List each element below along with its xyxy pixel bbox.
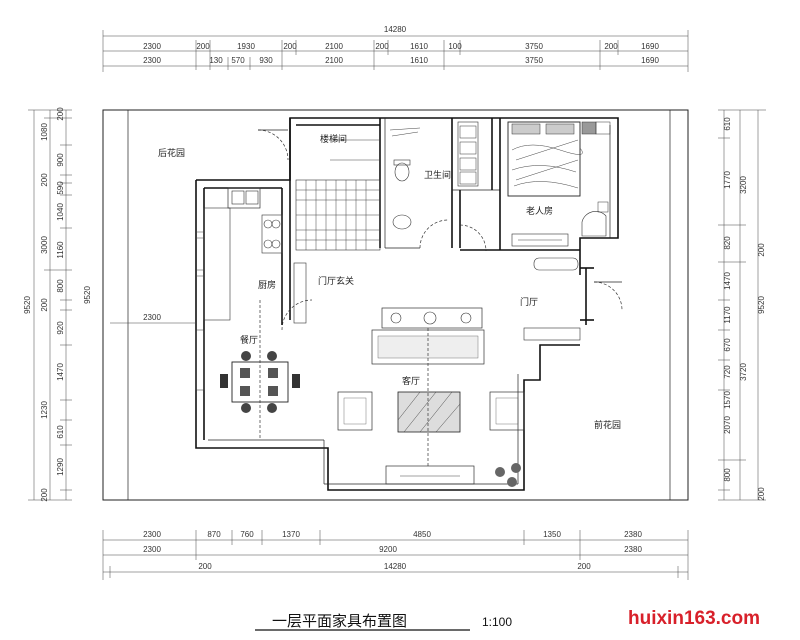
dim-top-r2-7: 1690 [641,56,659,65]
dim-bot-r1-4: 4850 [413,530,431,539]
dim-right-0: 610 [723,117,732,131]
dim-bot-r1-2: 760 [240,530,254,539]
dim-top-r1-9: 200 [604,42,618,51]
dim-bot-r3-1: 14280 [384,562,407,571]
room-labels: 后花园 楼梯间 卫生间 老人房 厨房 门厅玄关 门厅 餐厅 客厅 前花园 [158,133,621,431]
dim-right-7: 1570 [723,391,732,409]
dim-left-6: 1160 [56,241,65,259]
dim-right-4: 1170 [723,306,732,324]
dim-left-7: 800 [56,279,65,293]
drawing-title: 一层平面家具布置图 [272,612,407,630]
dim-top-r1-0: 2300 [143,42,161,51]
left-dimensions: 9520 3000 200 1080 900 200 590 1040 1160… [23,107,72,502]
site-watermark: huixin163.com [628,608,760,629]
elder-room-furniture [507,121,611,271]
label-dining: 餐厅 [240,334,258,346]
dim-right-total: 9520 [757,296,766,314]
dim-top-r2-0: 2300 [143,56,161,65]
dim-right-2: 820 [723,236,732,250]
dim-left-9: 920 [56,321,65,335]
dim-top-r1-2: 1930 [237,42,255,51]
dim-right-1: 1770 [723,171,732,189]
dim-left-3000: 3000 [40,236,49,254]
dim-right-3: 1470 [723,272,732,290]
dim-bot-r1-1: 870 [207,530,221,539]
dim-left-3: 200 [40,173,49,187]
walls [102,109,689,501]
dim-bot-r1-3: 1370 [282,530,300,539]
dim-top-r1-1: 200 [196,42,210,51]
dim-inner-9520: 9520 [83,286,92,304]
dim-top-r2-4: 2100 [325,56,343,65]
dim-top-r2-6: 3750 [525,56,543,65]
top-dimensions: 14280 2300 200 1930 200 2100 200 1610 10… [102,25,689,72]
dim-top-r1-5: 200 [375,42,389,51]
dim-top-r1-3: 200 [283,42,297,51]
dim-right-200: 200 [757,243,766,257]
bottom-dimensions: 2300 870 760 1370 4850 1350 2380 2300 92… [102,530,689,580]
dim-left-4: 590 [56,181,65,195]
living-room-furniture [337,307,525,487]
dim-left-0: 200 [56,107,65,121]
dim-bot-r1-0: 2300 [143,530,161,539]
dim-top-r1-10: 1690 [641,42,659,51]
dim-left-5: 1040 [56,203,65,221]
label-hall: 门厅 [520,296,538,308]
dim-bot-r1-5: 1350 [543,530,561,539]
dining-table-set [220,300,300,440]
label-stair: 楼梯间 [320,133,347,145]
dim-bot-r1-6: 2380 [624,530,642,539]
dim-top-r1-8: 3750 [525,42,543,51]
label-back-garden: 后花园 [158,147,185,159]
label-front-garden: 前花园 [594,419,621,431]
dim-left-2: 900 [56,153,65,167]
dim-top-r2-5: 1610 [410,56,428,65]
dim-right-9: 800 [723,468,732,482]
dim-top-r1-7: 100 [448,42,462,51]
dim-bot-r3-2: 200 [577,562,591,571]
dim-top-r1-6: 1610 [410,42,428,51]
doors [195,129,623,391]
kitchen-fixtures [196,187,307,324]
label-kitchen: 厨房 [258,279,276,291]
dim-left-11: 1230 [40,401,49,419]
dim-left-10: 1470 [56,363,65,381]
dim-top-r1-4: 2100 [325,42,343,51]
dim-top-r2-3: 930 [259,56,273,65]
dim-right-6: 720 [723,365,732,379]
label-bath: 卫生间 [424,169,451,181]
dim-left-1: 1080 [40,123,49,141]
dim-bot-r3-0: 200 [198,562,212,571]
dim-right-5: 670 [723,338,732,352]
bathroom-fixtures [389,121,479,230]
dim-inner-2300: 2300 [143,313,161,322]
label-elder-room: 老人房 [526,205,553,217]
right-dimensions: 610 1770 820 1470 1170 670 720 1570 2070… [718,109,766,501]
dim-bot-r2-1: 9200 [379,545,397,554]
dim-left-12: 610 [56,425,65,439]
dim-left-8: 200 [40,298,49,312]
dim-left-13: 1290 [56,458,65,476]
dim-right-10: 200 [757,487,766,501]
staircase [295,139,381,251]
label-living: 客厅 [402,375,420,387]
dim-left-14: 200 [40,488,49,502]
dim-top-total: 14280 [384,25,407,34]
dim-bot-r2-0: 2300 [143,545,161,554]
dim-top-r2-1: 130 [209,56,223,65]
dim-right-3720: 3720 [739,363,748,381]
dim-bot-r2-2: 2380 [624,545,642,554]
dim-right-3200: 3200 [739,176,748,194]
dim-left-total: 9520 [23,296,32,314]
dim-right-8: 2070 [723,416,732,434]
dim-top-r2-2: 570 [231,56,245,65]
footer: 一层平面家具布置图 1:100 huixin163.com [255,608,760,631]
label-foyer: 门厅玄关 [318,275,354,287]
drawing-scale: 1:100 [482,615,512,629]
